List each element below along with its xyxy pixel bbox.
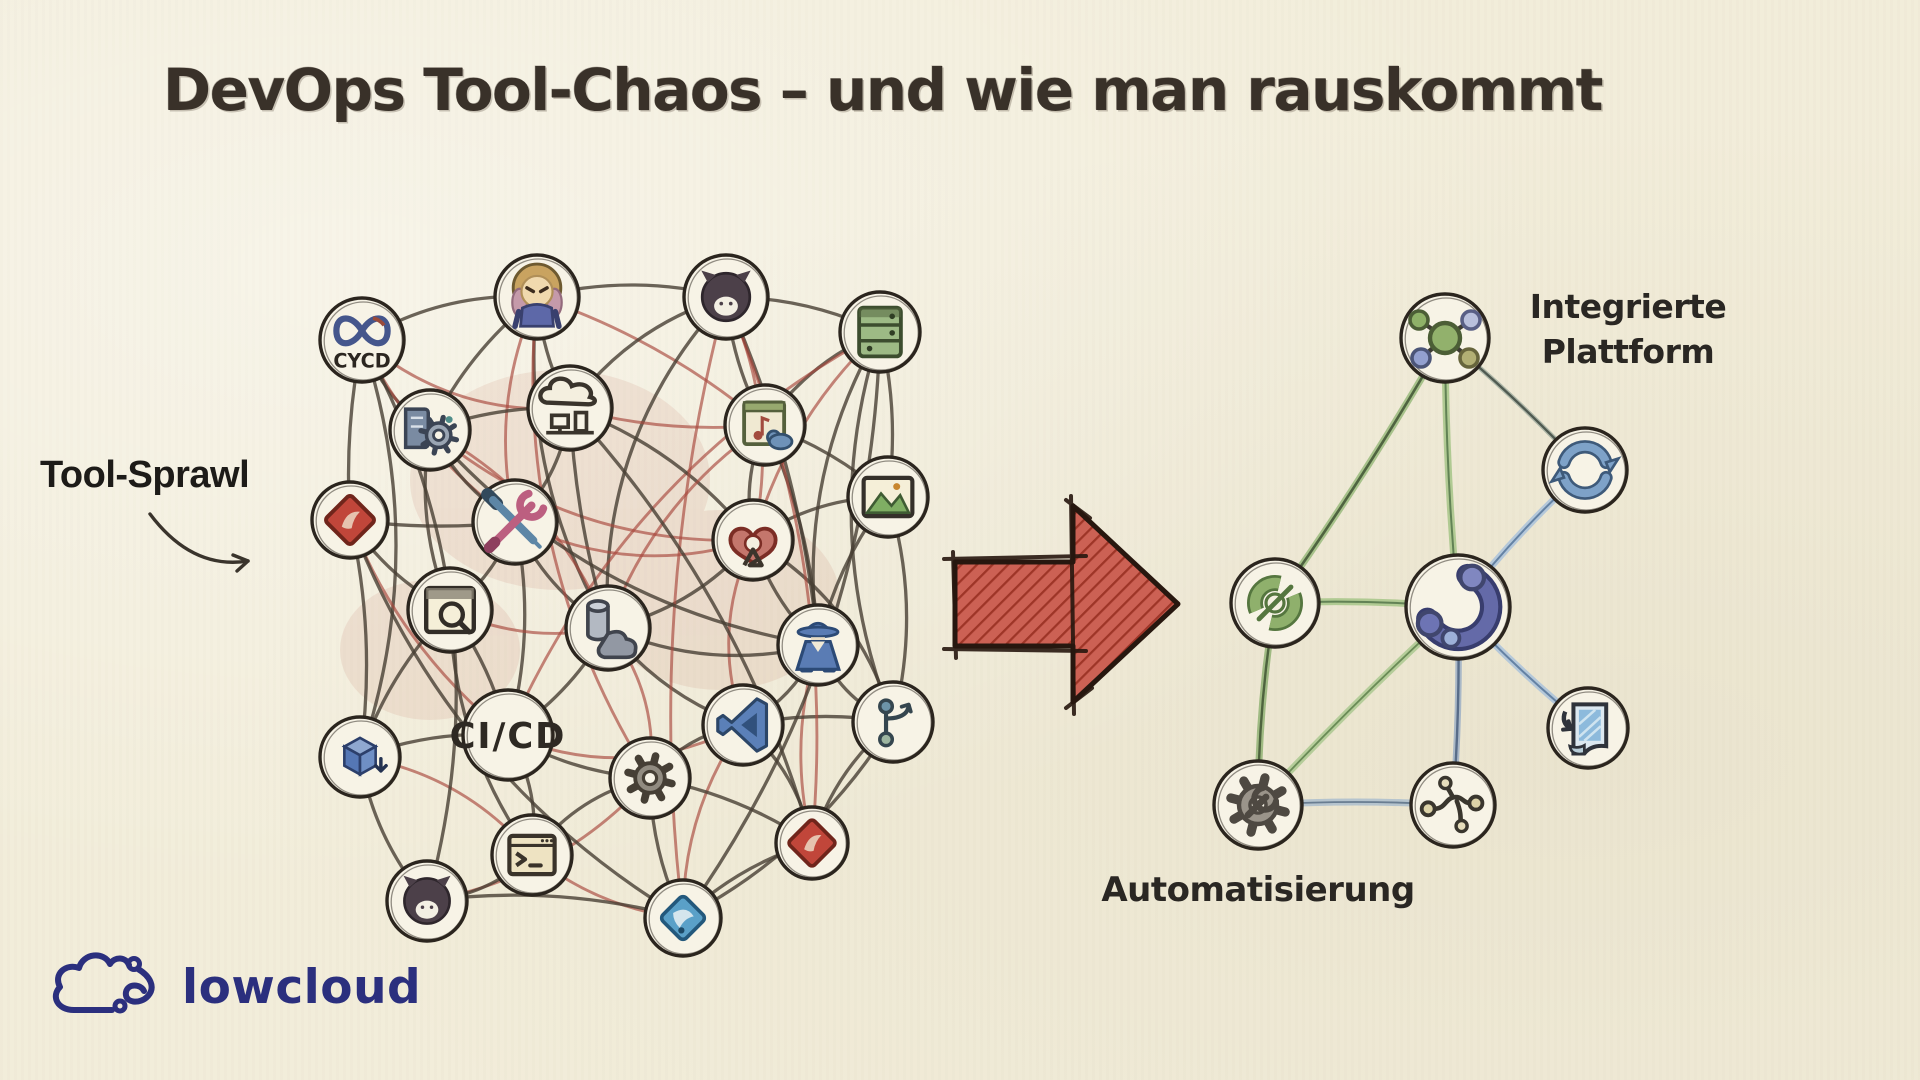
chaos-node-storage-boot xyxy=(564,584,652,672)
tool-sprawl-label: Tool-Sprawl xyxy=(40,454,250,496)
platform-node-doc-arrow xyxy=(1546,686,1630,770)
lowcloud-logo: lowcloud xyxy=(44,944,421,1030)
svg-text:CI/CD: CI/CD xyxy=(450,716,567,757)
platform-node-sync-green xyxy=(1229,557,1321,649)
chaos-node-terminal xyxy=(490,813,574,897)
chaos-node-browser-search xyxy=(406,566,494,654)
page-title: DevOps Tool-Chaos – und wie man rauskomm… xyxy=(163,56,1603,124)
chaos-node-crossed-tools xyxy=(471,478,559,566)
automation-label: Automatisierung xyxy=(1101,870,1415,910)
platform-node-gear-wrench xyxy=(1212,759,1304,851)
chaos-node-image xyxy=(846,455,930,539)
integrated-platform-line2: Plattform xyxy=(1541,332,1715,371)
platform-nodes xyxy=(1212,292,1630,851)
platform-node-loop-arrows xyxy=(1404,553,1512,661)
chaos-node-heart-loop xyxy=(711,498,795,582)
chaos-node-red-gem xyxy=(774,805,850,881)
tool-sprawl-arrow xyxy=(148,512,250,573)
svg-text:CYCD: CYCD xyxy=(333,349,390,372)
chaos-node-blue-gem xyxy=(643,878,723,958)
platform-node-sync-blue xyxy=(1541,426,1629,514)
chaos-node-cloud-network xyxy=(526,364,614,452)
chaos-node-git-branch xyxy=(851,680,935,764)
chaos-nodes: CYCD CI/CD xyxy=(310,253,935,958)
transformation-arrow xyxy=(942,494,1181,716)
chaos-node-dev-avatar xyxy=(493,253,581,341)
chaos-node-red-gem xyxy=(310,480,390,560)
chaos-node-github xyxy=(385,859,469,943)
chaos-node-infinity-cicd: CYCD xyxy=(318,296,406,384)
chaos-node-gear xyxy=(608,736,692,820)
chaos-node-blue-package xyxy=(318,715,402,799)
chaos-node-spy xyxy=(776,603,860,687)
platform-node-branch-dots xyxy=(1409,761,1497,849)
chaos-node-package-cloud xyxy=(723,383,807,467)
chaos-node-github xyxy=(682,253,770,341)
chaos-node-book-gear xyxy=(388,388,472,472)
chaos-node-server-rack xyxy=(838,290,922,374)
platform-node-hub-molecule xyxy=(1399,292,1491,384)
chaos-node-vscode xyxy=(701,683,785,767)
cloud-logo-icon xyxy=(52,952,155,1014)
chaos-node-cicd-text: CI/CD xyxy=(450,688,567,782)
integrated-platform-label: Integrierte Plattform xyxy=(1496,284,1760,374)
integrated-platform-line1: Integrierte xyxy=(1529,287,1727,326)
lowcloud-logo-text: lowcloud xyxy=(182,959,422,1015)
